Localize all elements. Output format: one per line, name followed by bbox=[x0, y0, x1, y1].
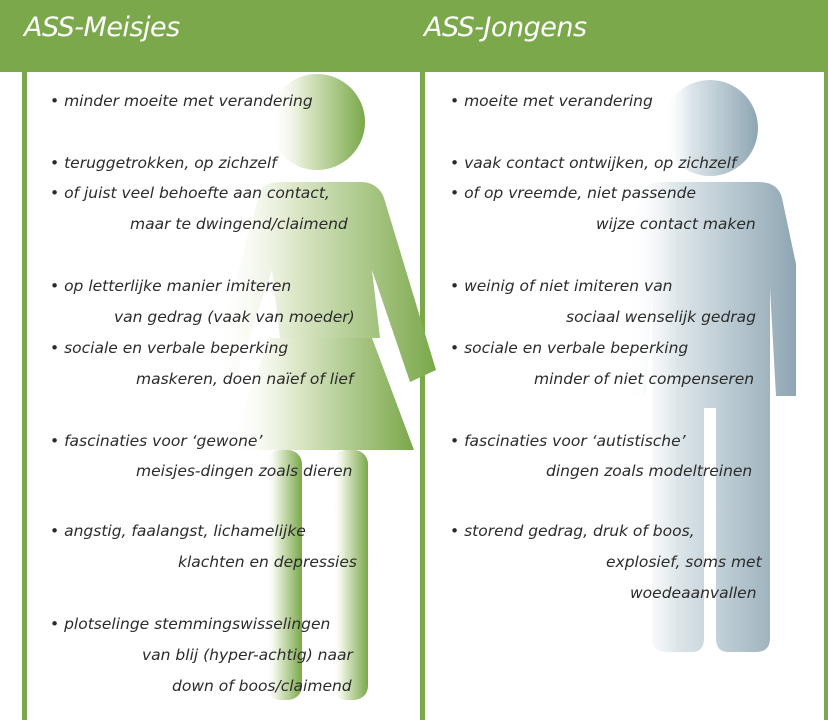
girls-item-6-line-2: meisjes-dingen zoals dieren bbox=[136, 462, 353, 480]
boys-item-7-line-2: explosief, soms met bbox=[606, 553, 762, 571]
girls-item-7-line-2: klachten en depressies bbox=[178, 553, 357, 571]
girls-item-2-line-1: teruggetrokken, op zichzelf bbox=[50, 154, 277, 172]
boys-item-5-line-1: sociale en verbale beperking bbox=[450, 339, 688, 357]
girls-item-4-line-2: van gedrag (vaak van moeder) bbox=[114, 308, 355, 326]
female-figure-icon bbox=[212, 74, 436, 700]
girls-item-1-line-1: minder moeite met verandering bbox=[50, 92, 313, 110]
girls-item-7-line-1: angstig, faalangst, lichamelijke bbox=[50, 522, 306, 540]
boys-column-title: ASS-Jongens bbox=[424, 12, 587, 43]
girls-item-4-line-1: op letterlijke manier imiteren bbox=[50, 277, 291, 295]
boys-item-7-line-3: woedeaanvallen bbox=[630, 584, 757, 602]
right-border bbox=[824, 54, 828, 720]
boys-item-3-line-2: wijze contact maken bbox=[596, 215, 756, 233]
boys-item-6-line-2: dingen zoals modeltreinen bbox=[546, 462, 753, 480]
boys-item-4-line-1: weinig of niet imiteren van bbox=[450, 277, 672, 295]
left-border bbox=[22, 54, 27, 720]
girls-item-8-line-3: down of boos/claimend bbox=[172, 677, 352, 695]
boys-item-5-line-2: minder of niet compenseren bbox=[534, 370, 755, 388]
boys-item-6-line-1: fascinaties voor ‘autistische’ bbox=[450, 432, 686, 450]
center-divider bbox=[420, 54, 425, 720]
girls-column-title: ASS-Meisjes bbox=[24, 12, 180, 43]
girls-item-5-line-2: maskeren, doen naïef of lief bbox=[136, 370, 354, 388]
boys-item-3-line-1: of op vreemde, niet passende bbox=[450, 184, 696, 202]
girls-item-6-line-1: fascinaties voor ‘gewone’ bbox=[50, 432, 262, 450]
boys-item-7-line-1: storend gedrag, druk of boos, bbox=[450, 522, 695, 540]
girls-item-8-line-2: van blij (hyper-achtig) naar bbox=[142, 646, 353, 664]
boys-item-2-line-1: vaak contact ontwijken, op zichzelf bbox=[450, 154, 736, 172]
girls-item-8-line-1: plotselinge stemmingswisselingen bbox=[50, 615, 330, 633]
boys-item-4-line-2: sociaal wenselijk gedrag bbox=[566, 308, 757, 326]
girls-item-5-line-1: sociale en verbale beperking bbox=[50, 339, 288, 357]
girls-item-3-line-1: of juist veel behoefte aan contact, bbox=[50, 184, 330, 202]
boys-item-1-line-1: moeite met verandering bbox=[450, 92, 653, 110]
header-bar bbox=[0, 0, 828, 72]
girls-item-3-line-2: maar te dwingend/claimend bbox=[130, 215, 348, 233]
